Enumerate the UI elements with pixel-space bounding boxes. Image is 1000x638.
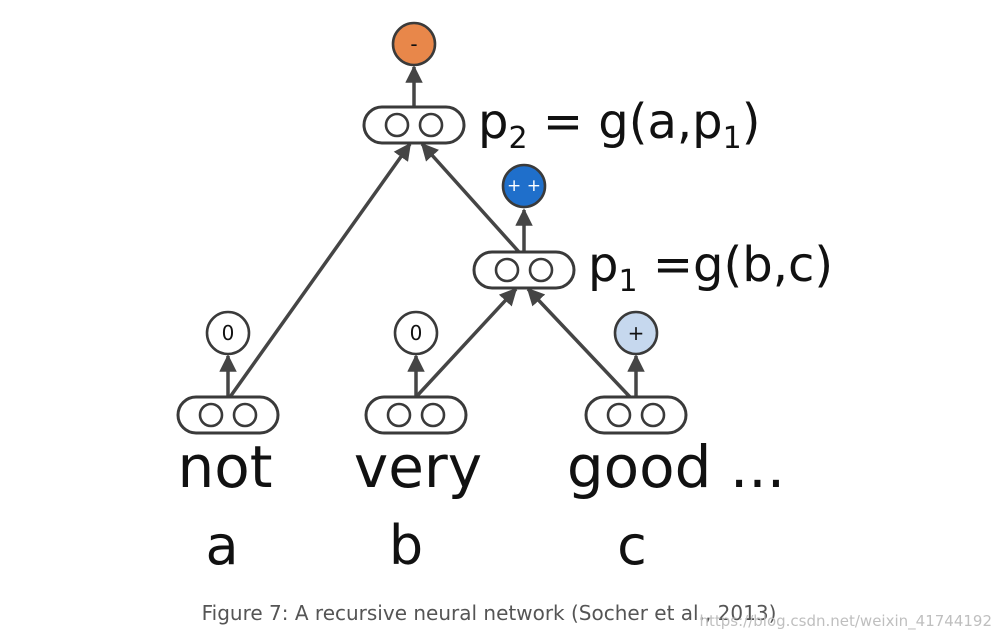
node-p2: [362, 105, 466, 145]
formula-p2: p2 = g(a,p1): [478, 94, 760, 156]
node-very: [364, 395, 468, 435]
formula-p1: p1 =g(b,c): [588, 237, 833, 299]
sentiment-label: 0: [410, 321, 423, 345]
node-not: [176, 395, 280, 435]
watermark: https://blog.csdn.net/weixin_41744192: [699, 612, 992, 631]
sentiment-circles: - + + 0 0 +: [205, 21, 659, 356]
sentiment-label: + +: [507, 176, 541, 196]
edge-not-to-p2: [228, 142, 412, 399]
var-c: c: [617, 514, 647, 577]
figure-caption: Figure 7: A recursive neural network (So…: [202, 601, 777, 625]
node-p1: [472, 250, 576, 290]
sentiment-p1: + +: [501, 163, 547, 209]
sentiment-p2: -: [391, 21, 437, 67]
word-not: not: [178, 433, 273, 501]
edge-p1-to-p2: [420, 142, 521, 254]
edge-very-to-p1: [414, 287, 518, 399]
sentiment-good: +: [613, 310, 659, 356]
sentiment-label: -: [410, 32, 417, 56]
var-b: b: [389, 514, 423, 577]
word-good: good ...: [567, 433, 785, 501]
var-a: a: [205, 514, 238, 577]
word-very: very: [354, 433, 482, 501]
edge-good-to-p1: [526, 287, 632, 399]
node-good: [584, 395, 688, 435]
sentiment-label: 0: [222, 321, 235, 345]
edges: [219, 65, 645, 399]
vector-nodes: [176, 105, 688, 435]
sentiment-not: 0: [205, 310, 251, 356]
sentiment-very: 0: [393, 310, 439, 356]
sentiment-label: +: [628, 321, 645, 345]
